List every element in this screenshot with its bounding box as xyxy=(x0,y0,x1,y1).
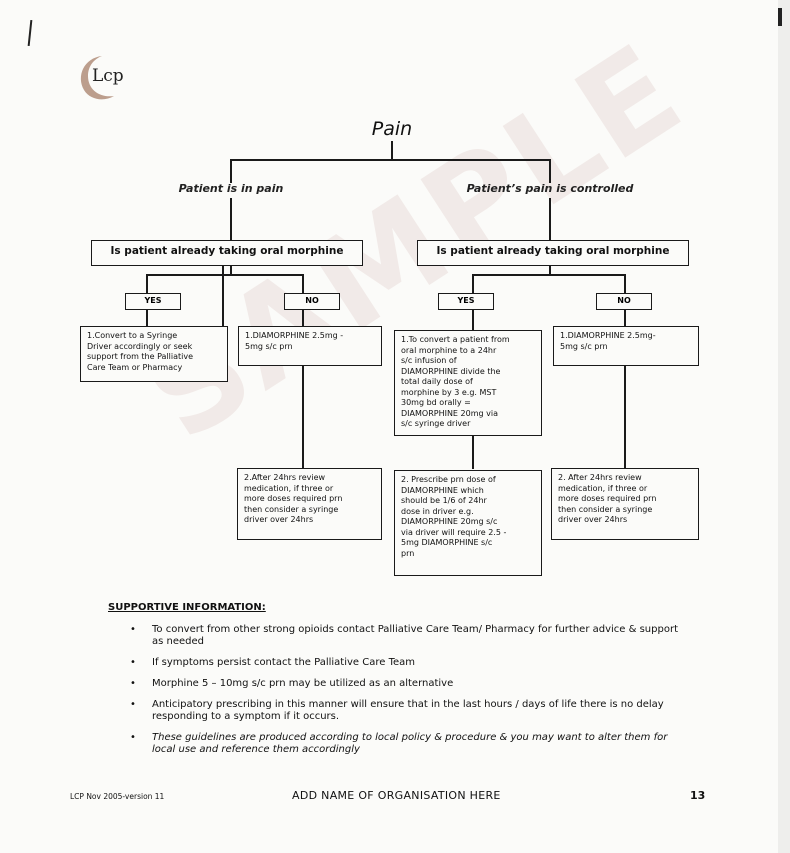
scan-mark xyxy=(27,19,33,47)
scan-edge xyxy=(778,0,790,853)
diagram-title: Pain xyxy=(371,118,413,140)
connector-line xyxy=(230,198,232,241)
action-box-diamorphine-prn-right: 1.DIAMORPHINE 2.5mg- 5mg s/c prn xyxy=(553,326,699,366)
connector-line xyxy=(302,274,304,294)
action-box-convert-oral-morphine: 1.To convert a patient from oral morphin… xyxy=(394,330,542,436)
no-box-right: NO xyxy=(596,293,652,310)
connector-line xyxy=(549,198,551,241)
branch-label-in-pain: Patient is in pain xyxy=(178,182,284,195)
connector-line xyxy=(472,274,474,294)
question-box-right: Is patient already taking oral morphine xyxy=(417,240,689,266)
yes-box-left: YES xyxy=(125,293,181,310)
connector-line xyxy=(146,309,148,327)
no-box-left: NO xyxy=(284,293,340,310)
connector-line xyxy=(146,274,304,276)
connector-line xyxy=(624,309,626,469)
connector-line xyxy=(549,265,551,275)
bullet-icon: • xyxy=(130,657,136,668)
connector-line xyxy=(549,159,551,183)
bullet-icon: • xyxy=(130,678,136,689)
connector-line xyxy=(302,309,304,469)
action-box-review-left: 2.After 24hrs review medication, if thre… xyxy=(237,468,382,540)
logo-text: Lcp xyxy=(92,66,124,86)
connector-line xyxy=(624,274,626,294)
action-box-prescribe-prn: 2. Prescribe prn dose of DIAMORPHINE whi… xyxy=(394,470,542,576)
connector-line xyxy=(146,274,148,294)
connector-line xyxy=(222,262,224,329)
connector-line xyxy=(230,265,232,275)
connector-line xyxy=(230,159,551,161)
branch-label-controlled: Patient’s pain is controlled xyxy=(466,182,634,195)
list-item: •To convert from other strong opioids co… xyxy=(130,624,678,647)
connector-line xyxy=(472,274,626,276)
page-number: 13 xyxy=(690,789,706,802)
connector-line xyxy=(391,141,393,160)
lcp-logo: Lcp xyxy=(74,52,134,104)
footer-organisation: ADD NAME OF ORGANISATION HERE xyxy=(292,789,501,802)
action-box-review-right: 2. After 24hrs review medication, if thr… xyxy=(551,468,699,540)
supportive-information-list: •To convert from other strong opioids co… xyxy=(128,624,688,765)
list-item: •If symptoms persist contact the Palliat… xyxy=(130,657,416,668)
bullet-icon: • xyxy=(130,732,136,743)
footer-version: LCP Nov 2005-version 11 xyxy=(70,792,165,801)
action-box-convert-syringe-driver: 1.Convert to a Syringe Driver accordingl… xyxy=(80,326,228,382)
bullet-icon: • xyxy=(130,624,136,635)
question-box-left: Is patient already taking oral morphine xyxy=(91,240,363,266)
scan-edge-mark xyxy=(778,8,782,26)
bullet-icon: • xyxy=(130,699,136,710)
supportive-information-heading: SUPPORTIVE INFORMATION: xyxy=(108,602,266,613)
list-item: •Anticipatory prescribing in this manner… xyxy=(130,699,664,722)
action-box-diamorphine-prn-left: 1.DIAMORPHINE 2.5mg - 5mg s/c prn xyxy=(238,326,382,366)
yes-box-right: YES xyxy=(438,293,494,310)
list-item: •These guidelines are produced according… xyxy=(130,732,668,755)
list-item: •Morphine 5 – 10mg s/c prn may be utiliz… xyxy=(130,678,454,689)
connector-line xyxy=(230,159,232,183)
